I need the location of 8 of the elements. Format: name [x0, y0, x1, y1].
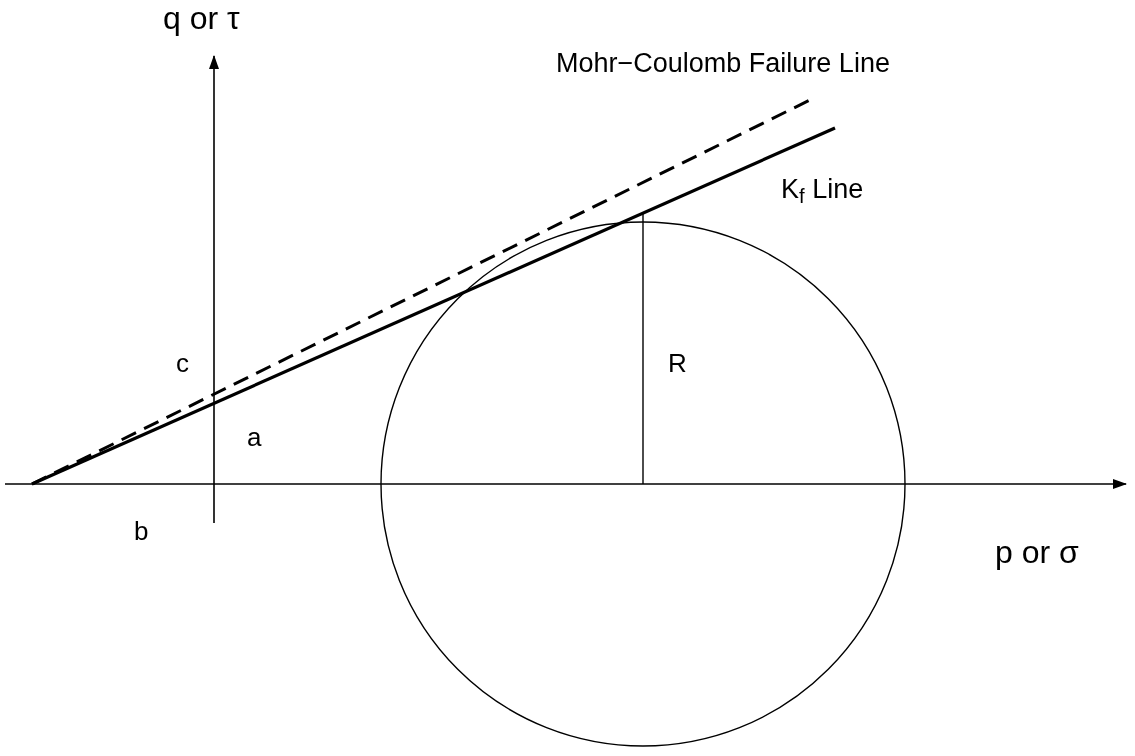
line-label: Mohr−Coulomb Failure Line [556, 50, 890, 77]
axis-label: p or σ [995, 536, 1079, 568]
axis-label: q or τ [163, 2, 240, 34]
line-label: K$_{f}$ Line [781, 176, 864, 203]
variable-label: a [247, 424, 262, 450]
variable-label: b [134, 518, 149, 544]
variable-label: R [668, 350, 687, 376]
variable-label: c [176, 350, 189, 376]
